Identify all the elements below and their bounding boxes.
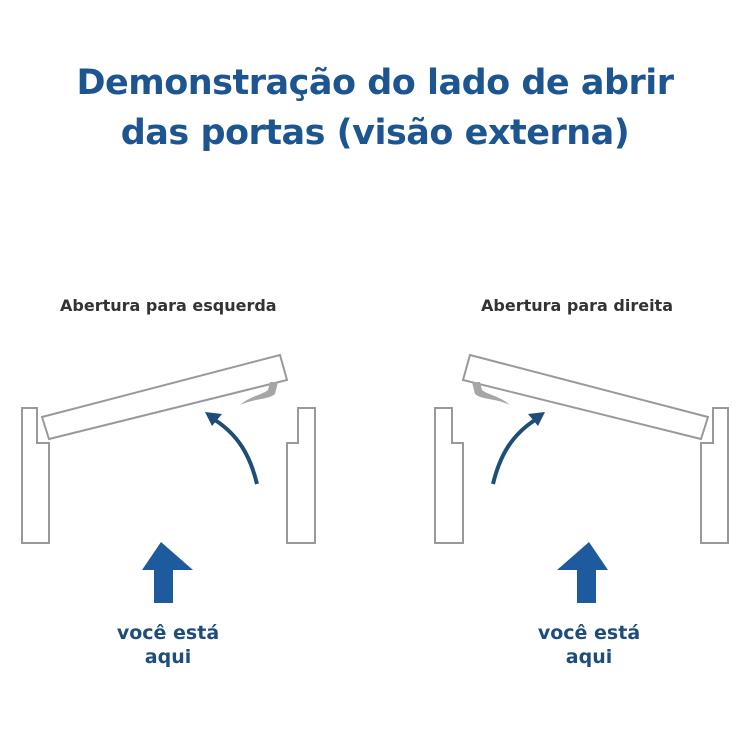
right-panel xyxy=(433,353,730,605)
title-line-2: das portas (visão externa) xyxy=(120,113,630,153)
right-opening-label: Abertura para direita xyxy=(481,296,673,315)
you-are-here-text: você está xyxy=(537,622,641,644)
left-panel xyxy=(20,353,317,605)
right-you-are-here: você está aqui xyxy=(489,621,689,669)
you-are-here-text: aqui xyxy=(144,646,192,668)
title-line-1: Demonstração do lado de abrir xyxy=(76,63,674,103)
left-you-are-here: você está aqui xyxy=(68,621,268,669)
you-are-here-text: aqui xyxy=(565,646,613,668)
left-opening-label: Abertura para esquerda xyxy=(60,296,277,315)
you-are-here-text: você está xyxy=(116,622,220,644)
